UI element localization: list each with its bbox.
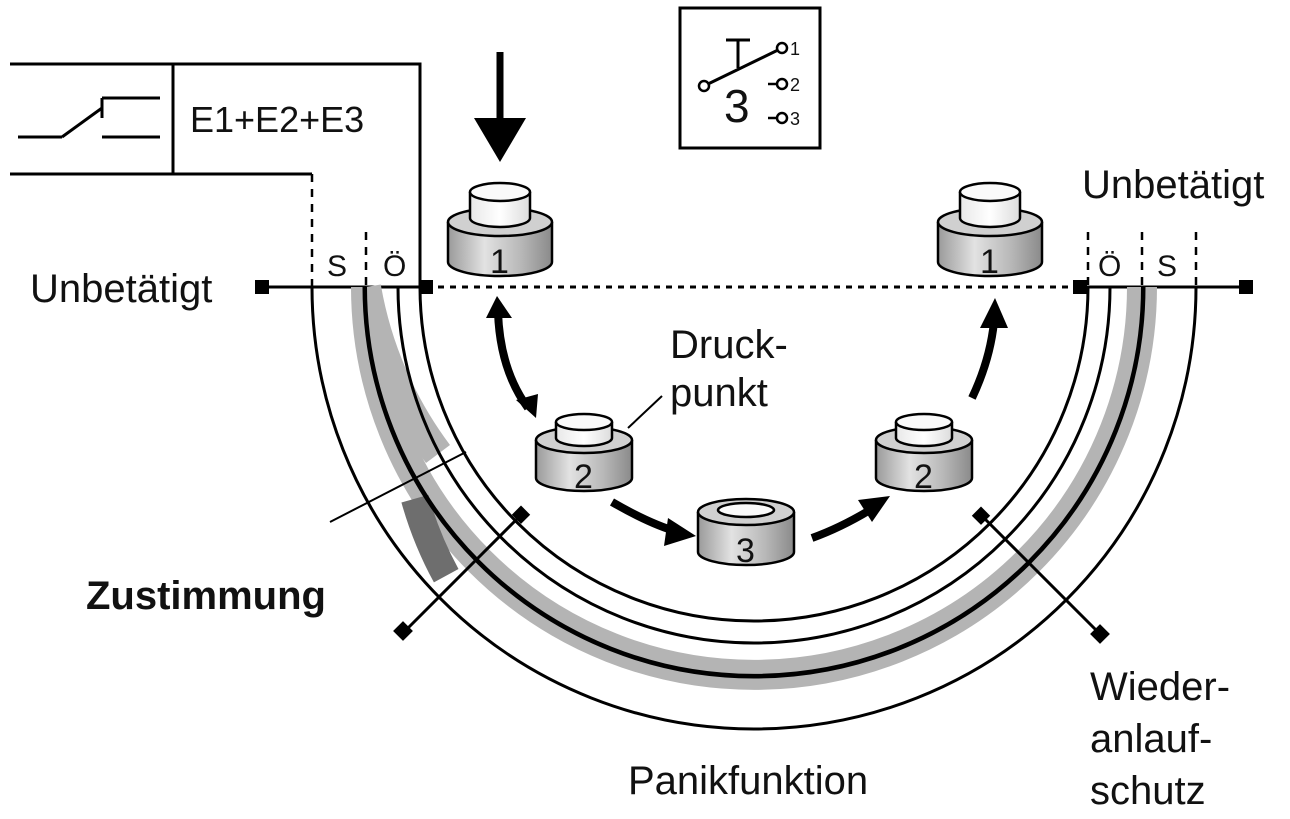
- button-number: 1: [490, 243, 509, 281]
- press-arrow-icon: [474, 52, 526, 162]
- right-unactuated-label: Unbetätigt: [1082, 163, 1264, 207]
- three-position-switch-icon: 3 1 2 3: [678, 6, 822, 150]
- button-number: 3: [736, 532, 755, 570]
- pressure-point-label-1: Druck-: [670, 323, 788, 367]
- switch-box: E1+E2+E3: [10, 62, 422, 288]
- right-o-label: Ö: [1098, 250, 1121, 283]
- left-o-label: Ö: [383, 250, 406, 283]
- pressure-point-label-2: punkt: [670, 371, 768, 415]
- button-position-2-left: 2: [534, 412, 634, 496]
- restart-label-1: Wieder-: [1090, 665, 1230, 709]
- switch-contact-icon: [18, 96, 160, 139]
- right-s-label: S: [1157, 250, 1177, 283]
- button-position-1-right: 1: [936, 181, 1044, 281]
- restart-label-2: anlauf-: [1090, 717, 1212, 761]
- transition-arrows: [486, 296, 1008, 546]
- enable-label: Zustimmung: [86, 574, 326, 618]
- restart-label-3: schutz: [1090, 769, 1206, 813]
- legend-big-number: 3: [724, 80, 750, 132]
- button-position-1-left: 1: [446, 181, 554, 281]
- switch-box-label: E1+E2+E3: [190, 99, 364, 140]
- left-s-label: S: [327, 250, 347, 283]
- button-number: 2: [914, 458, 933, 496]
- button-number: 1: [980, 243, 999, 281]
- zone-markers: [329, 451, 1110, 644]
- button-position-2-right: 2: [874, 412, 974, 496]
- button-number: 2: [574, 458, 593, 496]
- panic-label: Panikfunktion: [628, 759, 868, 803]
- legend-position-2: 2: [790, 75, 800, 95]
- button-position-3: 3: [696, 497, 796, 570]
- legend-position-1: 1: [790, 39, 800, 59]
- legend-position-3: 3: [790, 109, 800, 129]
- left-unactuated-label: Unbetätigt: [30, 267, 212, 311]
- state-arcs: [310, 284, 1198, 731]
